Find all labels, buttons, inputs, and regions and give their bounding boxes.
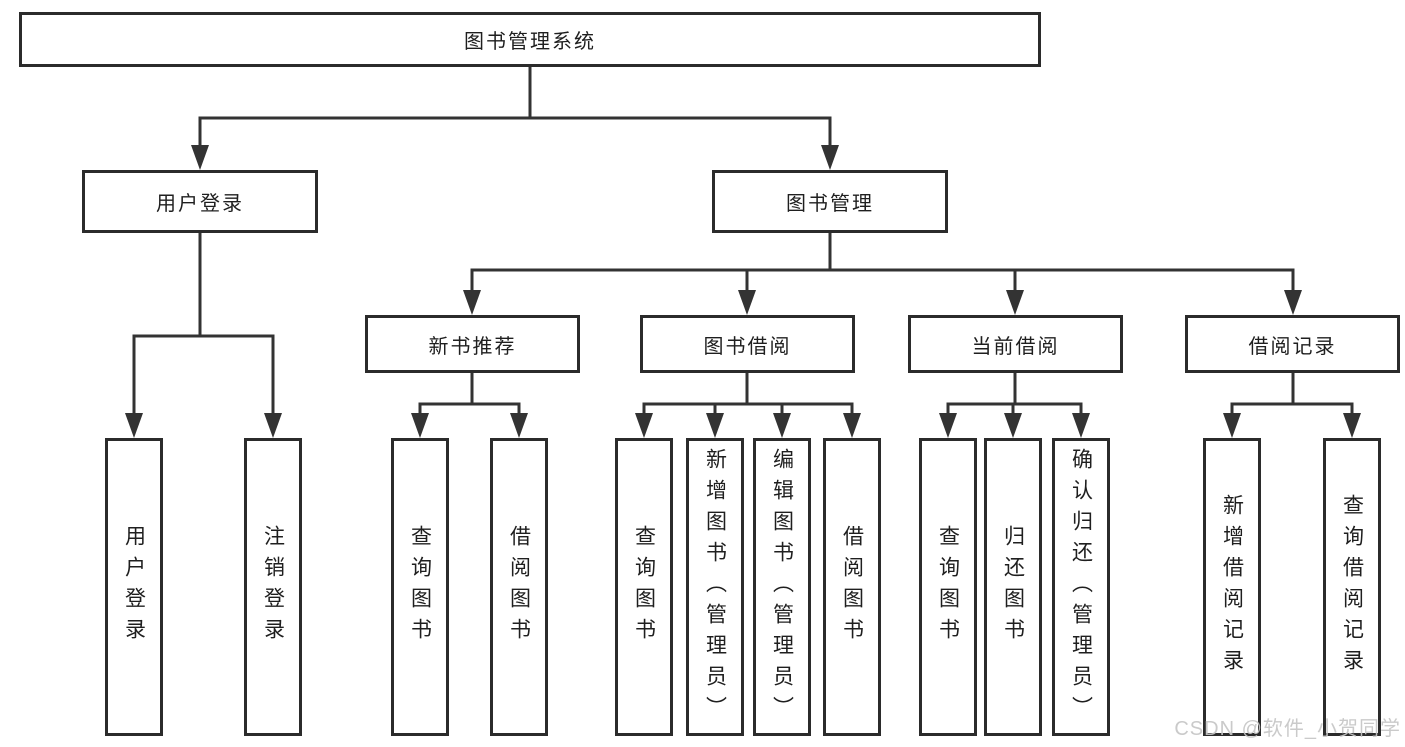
node-borrowing-records: 借阅记录 <box>1185 315 1400 373</box>
leaf-current-return-books-label: 归还图书 <box>1001 525 1025 649</box>
leaf-recommend-query-books-label: 查询图书 <box>408 525 432 649</box>
leaf-records-add-record: 新增借阅记录 <box>1203 438 1261 736</box>
leaf-current-query-books-label: 查询图书 <box>936 525 960 649</box>
leaf-borrowing-borrow-books: 借阅图书 <box>823 438 881 736</box>
csdn-watermark: CSDN @软件_小贺同学 <box>1174 718 1401 740</box>
leaf-current-return-books: 归还图书 <box>984 438 1042 736</box>
leaf-borrowing-query-books-label: 查询图书 <box>632 525 656 649</box>
leaf-borrowing-add-books-admin: 新增图书（管理员） <box>686 438 744 736</box>
leaf-borrowing-query-books: 查询图书 <box>615 438 673 736</box>
leaf-logout: 注销登录 <box>244 438 302 736</box>
leaf-recommend-borrow-books-label: 借阅图书 <box>507 525 531 649</box>
leaf-recommend-query-books: 查询图书 <box>391 438 449 736</box>
arrowhead <box>1284 290 1302 315</box>
arrowhead <box>635 413 653 438</box>
arrowhead <box>510 413 528 438</box>
arrowhead <box>411 413 429 438</box>
arrowhead <box>264 413 282 438</box>
node-user-login: 用户登录 <box>82 170 318 233</box>
arrowheads <box>125 145 1361 438</box>
node-borrowing-records-label: 借阅记录 <box>1248 335 1337 358</box>
node-current-borrowing-label: 当前借阅 <box>971 335 1060 358</box>
leaf-logout-label: 注销登录 <box>261 525 285 649</box>
arrowhead <box>1004 413 1022 438</box>
arrowhead <box>1223 413 1241 438</box>
leaf-current-confirm-return-admin-label: 确认归还（管理员） <box>1069 447 1093 727</box>
leaf-records-query-record: 查询借阅记录 <box>1323 438 1381 736</box>
node-new-book-recommendation: 新书推荐 <box>365 315 580 373</box>
leaf-recommend-borrow-books: 借阅图书 <box>490 438 548 736</box>
connector-lines <box>132 65 1354 420</box>
leaf-current-confirm-return-admin: 确认归还（管理员） <box>1052 438 1110 736</box>
arrowhead <box>125 413 143 438</box>
node-book-borrowing-label: 图书借阅 <box>703 335 792 358</box>
node-new-book-recommendation-label: 新书推荐 <box>428 335 517 358</box>
node-user-login-label: 用户登录 <box>156 193 244 215</box>
node-book-management-label: 图书管理 <box>786 193 874 215</box>
leaf-borrowing-add-books-admin-label: 新增图书（管理员） <box>703 447 727 727</box>
leaf-records-query-record-label: 查询借阅记录 <box>1340 494 1364 680</box>
arrowhead <box>939 413 957 438</box>
arrowhead <box>463 290 481 315</box>
arrowhead <box>773 413 791 438</box>
node-book-management: 图书管理 <box>712 170 948 233</box>
node-book-borrowing: 图书借阅 <box>640 315 855 373</box>
arrowhead <box>1006 290 1024 315</box>
leaf-user-login-label: 用户登录 <box>122 525 146 649</box>
arrowhead <box>1343 413 1361 438</box>
arrowhead <box>821 145 839 170</box>
leaf-borrowing-edit-books-admin-label: 编辑图书（管理员） <box>770 447 794 727</box>
node-library-management-system: 图书管理系统 <box>19 12 1041 67</box>
leaf-records-add-record-label: 新增借阅记录 <box>1220 494 1244 680</box>
arrowhead <box>706 413 724 438</box>
leaf-user-login: 用户登录 <box>105 438 163 736</box>
leaf-current-query-books: 查询图书 <box>919 438 977 736</box>
arrowhead <box>1072 413 1090 438</box>
node-current-borrowing: 当前借阅 <box>908 315 1123 373</box>
arrowhead <box>738 290 756 315</box>
node-library-management-system-label: 图书管理系统 <box>464 31 596 53</box>
leaf-borrowing-borrow-books-label: 借阅图书 <box>840 525 864 649</box>
leaf-borrowing-edit-books-admin: 编辑图书（管理员） <box>753 438 811 736</box>
arrowhead <box>191 145 209 170</box>
arrowhead <box>843 413 861 438</box>
